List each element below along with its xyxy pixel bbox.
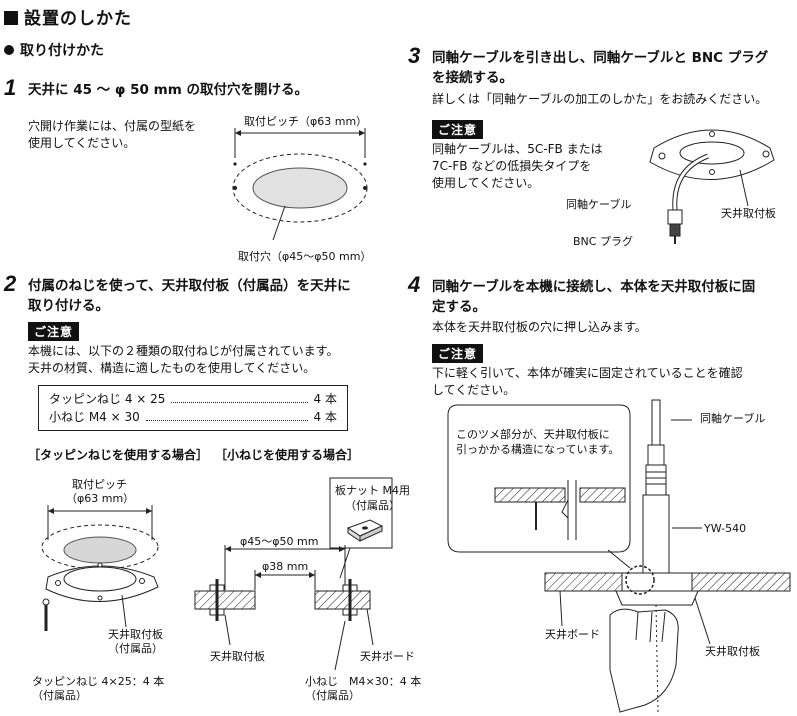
- step-1-hole-label: 取付穴（φ45～φ50 mm）: [238, 250, 372, 263]
- right-plate-label: 天井取付板: [210, 650, 265, 663]
- camera-install-diagram: [447, 399, 791, 713]
- machine-screw-section: [194, 545, 374, 671]
- case-tapping-heading: ［タッピンねじを使用する場合］: [28, 448, 209, 462]
- step-1-body: 穴開け作業には、付属の型紙を 使用してください。: [28, 119, 197, 150]
- left-screw-sub: （付属品）: [32, 689, 87, 702]
- step-4-plate-label: 天井取付板: [705, 645, 760, 658]
- step-4-cable-label: 同軸ケーブル: [700, 412, 766, 425]
- left-screw-label: タッピンねじ 4×25：4 本: [32, 675, 165, 688]
- step-3-caution-text: 同軸ケーブルは、5C-FB または 7C-FB などの低損失タイプを 使用してく…: [432, 142, 603, 190]
- callout-line-1: このツメ部分が、天井取付板に: [456, 428, 610, 441]
- bnc-cable-diagram: [649, 129, 775, 244]
- step-3-bnc-label: BNC プラグ: [573, 235, 633, 248]
- square-bullet-icon: [4, 11, 18, 25]
- case-machine-heading: ［小ねじを使用する場合］: [215, 448, 360, 462]
- dim-inner-label: φ38 mm: [262, 560, 309, 573]
- step-4-body: 本体を天井取付板の穴に押し込みます。: [432, 320, 647, 334]
- step-1-pitch-label: 取付ピッチ（φ63 mm）: [244, 115, 368, 128]
- step-2-title: 付属のねじを使って、天井取付板（付属品）を天井に 取り付ける。: [28, 278, 351, 314]
- step-2-number: 2: [4, 271, 17, 296]
- right-board-label: 天井ボード: [360, 650, 415, 663]
- step-2-caution-badge: ご注意: [28, 322, 80, 341]
- plate-nut-box: [329, 477, 393, 579]
- step-4-board-label: 天井ボード: [545, 628, 600, 641]
- left-pitch-value: （φ63 mm）: [66, 492, 135, 505]
- step-3-body: 詳しくは「同軸ケーブルの加工のしかた」をお読みください。: [432, 92, 768, 106]
- callout-line-2: 引っかかる構造になっています。: [456, 443, 620, 456]
- step-4-caution-text: 下に軽く引いて、本体が確実に固定されていることを確認 してください。: [432, 366, 743, 397]
- step-3-title: 同軸ケーブルを引き出し、同軸ケーブルと BNC プラグ を接続する。: [432, 50, 769, 86]
- right-screw-label: 小ねじ M4×30：4 本: [305, 675, 422, 688]
- step-3-caution-badge: ご注意: [432, 120, 484, 139]
- step-3-plate-label: 天井取付板: [721, 207, 776, 220]
- step-1-title: 天井に 45 ～ φ 50 mm の取付穴を開ける。: [28, 82, 308, 98]
- page-title: 設置のしかた: [4, 4, 132, 29]
- right-screw-sub: （付属品）: [305, 689, 360, 702]
- step-3-cable-label: 同軸ケーブル: [566, 198, 632, 211]
- left-pitch-label: 取付ピッチ: [72, 478, 127, 491]
- left-plate-label: 天井取付板: [108, 628, 163, 641]
- nut-label: 板ナット M4用: [335, 484, 410, 497]
- step-1-number: 1: [4, 75, 17, 100]
- step-2-caution-text: 本機には、以下の２種類の取付ねじが付属されています。 天井の材質、構造に適したも…: [28, 344, 339, 375]
- nut-sub: （付属品）: [345, 499, 400, 512]
- step-4-title: 同軸ケーブルを本機に接続し、本体を天井取付板に固 定する。: [432, 279, 756, 315]
- step-1-hole-diagram: [232, 128, 368, 241]
- step-4-number: 4: [408, 272, 421, 297]
- step-4-caution-badge: ご注意: [432, 344, 484, 363]
- step-3-number: 3: [408, 43, 421, 68]
- section-title: 取り付けかた: [4, 40, 104, 60]
- dim-outer-label: φ45～φ50 mm: [240, 535, 319, 548]
- model-label: YW-540: [704, 522, 747, 535]
- left-plate-sub: （付属品）: [108, 642, 163, 655]
- circle-bullet-icon: [4, 45, 14, 55]
- tapping-screw-diagram: [41, 505, 159, 631]
